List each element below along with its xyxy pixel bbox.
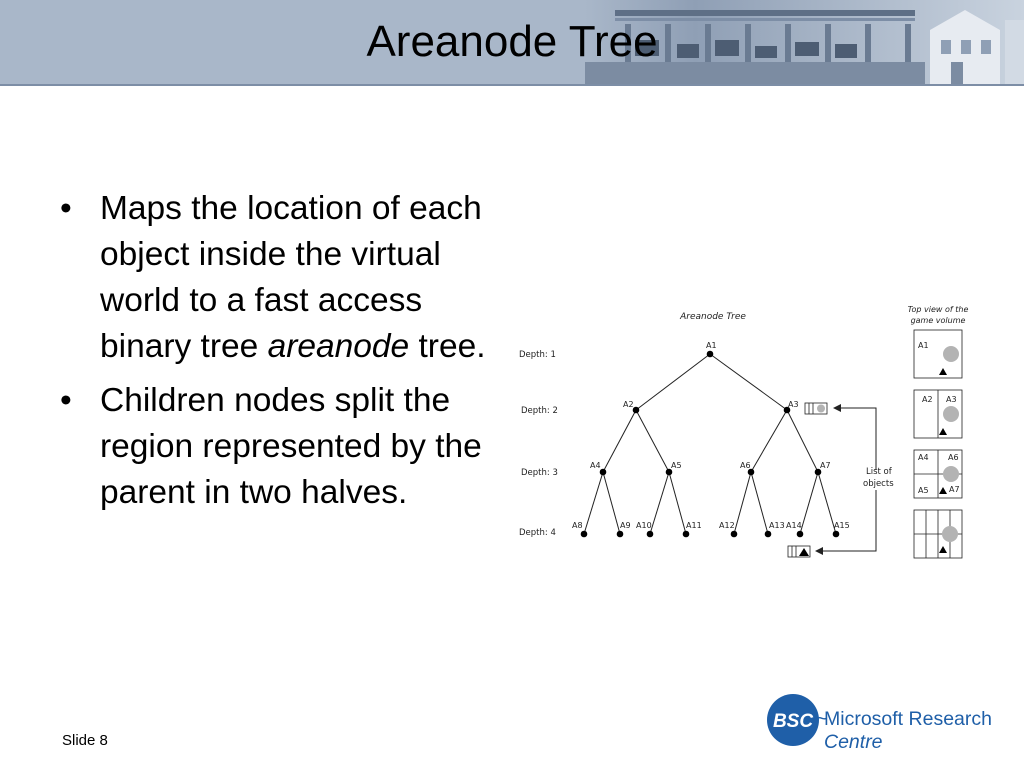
bullet-text: Children nodes split the region represen…	[100, 382, 482, 511]
object-circle-icon	[943, 346, 959, 362]
object-circle-icon	[943, 406, 959, 422]
top-view-title: game volume	[911, 316, 966, 325]
tree-edges	[583, 353, 837, 535]
bullet-text: Maps the location of each object inside …	[100, 190, 482, 365]
bsc-microsoft-research-logo: BSC ~ Microsoft Research Centre	[767, 694, 992, 753]
diagram-title: Areanode Tree	[679, 312, 746, 322]
object-triangle-icon	[939, 368, 947, 375]
bullet-dot-icon: •	[60, 190, 72, 227]
node-label: A10	[636, 521, 652, 530]
tree-node	[814, 468, 822, 476]
box-label: A1	[918, 341, 929, 350]
bullet-item: • Children nodes split the region repres…	[58, 378, 498, 516]
depth-label: Depth: 4	[519, 528, 556, 538]
tree-node	[665, 468, 673, 476]
slide-title: Areanode Tree	[366, 17, 658, 66]
tree-node	[783, 406, 791, 414]
logo-tilde-icon: ~	[816, 708, 828, 730]
box-label: A6	[948, 453, 959, 462]
object-circle-icon	[817, 404, 825, 413]
object-triangle-icon	[799, 548, 809, 556]
list-of-objects-label: List of	[866, 467, 893, 477]
bsc-badge-icon	[767, 694, 819, 746]
tree-node	[616, 530, 624, 538]
tree-node	[632, 406, 640, 414]
logo-line1: Microsoft Research	[824, 708, 992, 730]
bullet-list: • Maps the location of each object insid…	[58, 186, 498, 524]
node-label: A9	[620, 521, 631, 530]
tree-node	[646, 530, 654, 538]
top-view-box-depth4	[913, 509, 963, 559]
tree-node	[580, 530, 588, 538]
tree-node	[747, 468, 755, 476]
box-label: A4	[918, 453, 929, 462]
node-label: A1	[706, 341, 717, 350]
list-arrows	[815, 404, 877, 555]
bullet-text-end: tree.	[409, 328, 486, 365]
tree-node	[764, 530, 772, 538]
node-label: A15	[834, 521, 850, 530]
object-list-depth4	[787, 545, 811, 558]
top-view-box-depth2: A2 A3	[913, 389, 963, 439]
node-label: A7	[820, 461, 831, 470]
logo-line2: Centre	[824, 731, 883, 753]
node-label: A11	[686, 521, 702, 530]
tree-node	[682, 530, 690, 538]
node-label: A6	[740, 461, 751, 470]
node-label: A5	[671, 461, 682, 470]
node-label: A14	[786, 521, 802, 530]
object-circle-icon	[942, 526, 958, 542]
node-labels: A1 A2 A3 A4 A5 A6 A7 A8 A9 A10 A11 A12 A…	[572, 341, 850, 530]
box-label: A5	[918, 486, 929, 495]
tree-node	[706, 350, 714, 358]
box-label: A7	[949, 485, 960, 494]
depth-label: Depth: 2	[521, 406, 558, 416]
areanode-tree-diagram: Areanode Tree Depth: 1 Depth: 2 Depth: 3…	[519, 305, 969, 559]
slide-number: Slide 8	[62, 732, 108, 749]
object-triangle-icon	[939, 487, 947, 494]
depth-label: Depth: 3	[521, 468, 558, 478]
box-label: A2	[922, 395, 933, 404]
bullet-emphasis: areanode	[267, 328, 410, 365]
tree-node	[796, 530, 804, 538]
node-label: A13	[769, 521, 785, 530]
node-label: A3	[788, 400, 799, 409]
title-banner: Areanode Tree	[0, 0, 1024, 86]
header-divider	[0, 84, 1024, 86]
tree-nodes	[580, 350, 840, 538]
node-label: A12	[719, 521, 735, 530]
bullet-dot-icon: •	[60, 382, 72, 419]
top-view-box-depth1: A1	[913, 329, 963, 379]
object-triangle-icon	[939, 428, 947, 435]
tree-node	[832, 530, 840, 538]
node-label: A4	[590, 461, 601, 470]
object-circle-icon	[943, 466, 959, 482]
depth-label: Depth: 1	[519, 350, 556, 360]
tree-node	[730, 530, 738, 538]
object-list-a3	[804, 402, 828, 415]
box-label: A3	[946, 395, 957, 404]
tree-node	[599, 468, 607, 476]
top-view-box-depth3: A4 A6 A5 A7	[913, 449, 963, 499]
top-view-title: Top view of the	[908, 305, 969, 314]
object-triangle-icon	[939, 546, 947, 553]
node-label: A8	[572, 521, 583, 530]
node-label: A2	[623, 400, 634, 409]
bullet-item: • Maps the location of each object insid…	[58, 186, 498, 370]
building-photo	[585, 0, 1024, 86]
logo-badge-text: BSC	[773, 711, 813, 732]
list-of-objects-label: objects	[863, 479, 894, 489]
